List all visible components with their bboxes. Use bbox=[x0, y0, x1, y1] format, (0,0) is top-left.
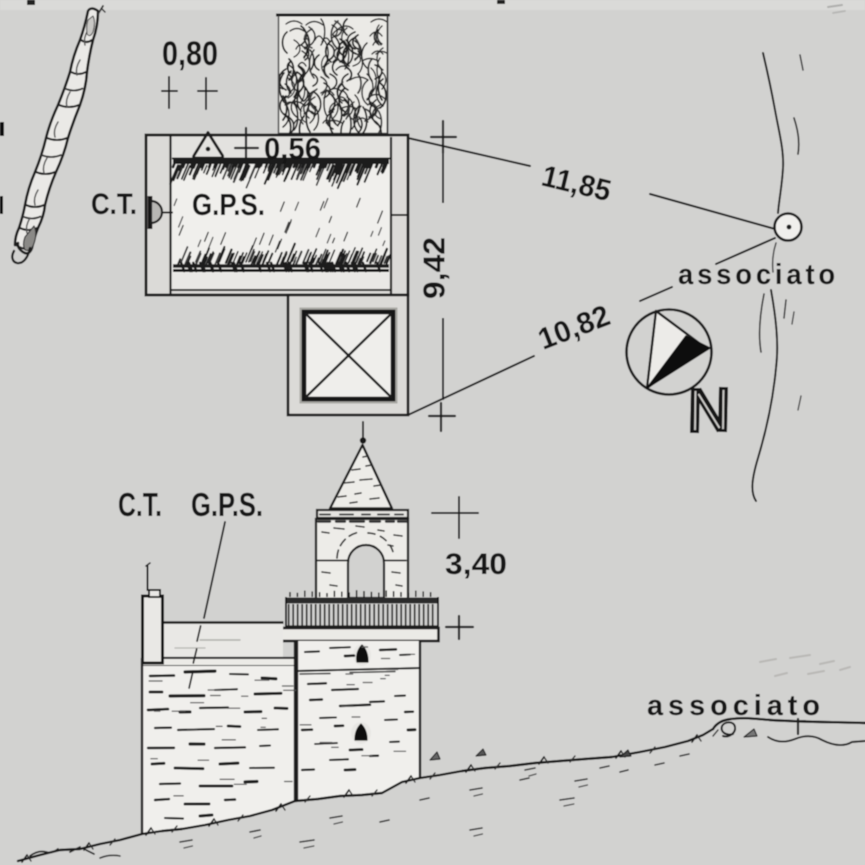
svg-text:associato: associato bbox=[647, 690, 825, 722]
svg-text:G.P.S.: G.P.S. bbox=[192, 187, 265, 222]
svg-text:C.T.: C.T. bbox=[91, 188, 137, 221]
svg-text:G.P.S.: G.P.S. bbox=[191, 486, 263, 523]
svg-text:9,42: 9,42 bbox=[417, 237, 452, 299]
svg-text:3,40: 3,40 bbox=[445, 548, 507, 581]
svg-text:C.T.: C.T. bbox=[118, 486, 162, 523]
svg-text:associato: associato bbox=[678, 259, 839, 291]
svg-text:0,80: 0,80 bbox=[162, 35, 218, 73]
svg-text:0,56: 0,56 bbox=[264, 131, 321, 166]
